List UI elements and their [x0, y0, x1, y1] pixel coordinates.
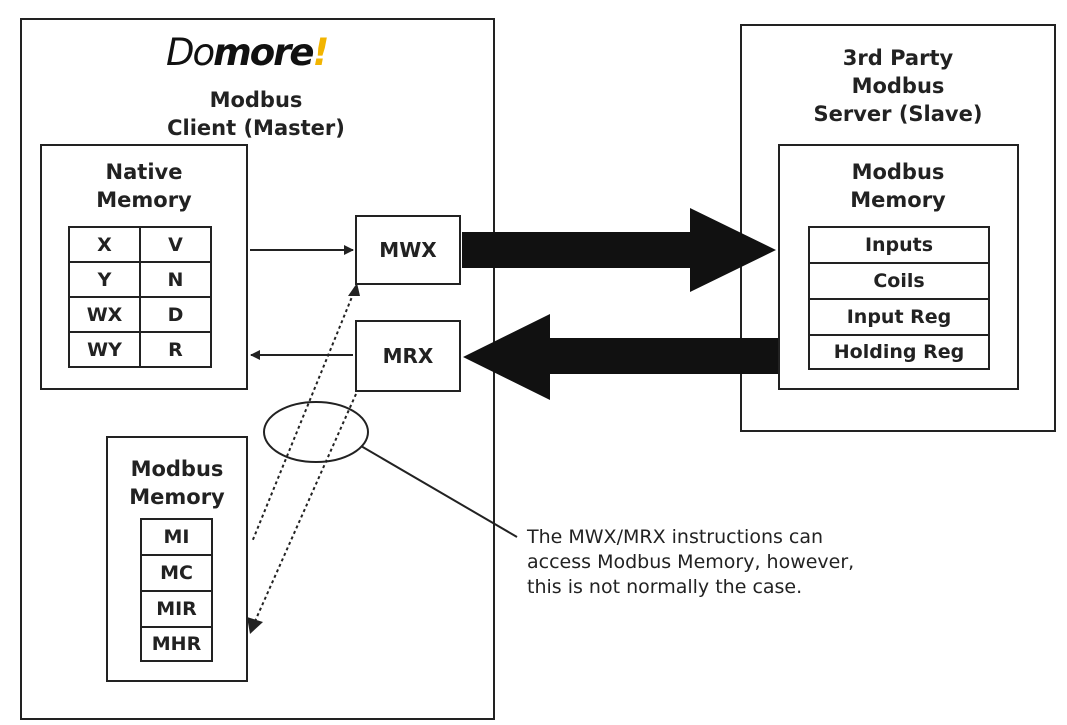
callout-ellipse [263, 401, 369, 463]
server-cell-input-reg: Input Reg [808, 298, 990, 336]
server-cell-coils: Coils [808, 262, 990, 300]
native-cell-v: V [139, 226, 212, 263]
dotted-arrowhead-top [348, 283, 360, 296]
server-modbus-memory-title-line2: Memory [850, 188, 946, 212]
client-modbus-memory-title-line1: Modbus [130, 457, 224, 481]
server-title-line1: 3rd Party [842, 46, 954, 70]
native-cell-r: R [139, 331, 212, 368]
native-cell-n: N [139, 261, 212, 298]
logo-main: more [213, 31, 314, 74]
native-cell-wy: WY [68, 331, 141, 368]
mrx-instruction-box: MRX [355, 320, 461, 392]
modbus-cell-mi: MI [140, 518, 213, 556]
server-title-line2: Modbus [851, 74, 945, 98]
native-memory-title-line1: Native [105, 160, 183, 184]
native-cell-d: D [139, 296, 212, 333]
server-to-mrx-thick-arrow [463, 314, 778, 400]
native-memory-title-line2: Memory [96, 188, 192, 212]
client-title-line1: Modbus [209, 88, 303, 112]
callout-leader-line [360, 445, 518, 538]
mwx-to-modbus-memory-dotted [251, 286, 357, 543]
server-modbus-memory-title-line1: Modbus [851, 160, 945, 184]
mrx-to-modbus-memory-dotted [251, 393, 357, 629]
modbus-cell-mhr: MHR [140, 626, 213, 662]
client-title-line2: Client (Master) [167, 116, 345, 140]
client-modbus-memory-title-line2: Memory [129, 485, 225, 509]
logo-prefix: Do [166, 31, 215, 74]
native-cell-y: Y [68, 261, 141, 298]
callout-note: The MWX/MRX instructions can access Modb… [527, 526, 855, 598]
dotted-arrowhead-bottom [247, 617, 263, 634]
modbus-cell-mc: MC [140, 554, 213, 592]
logo-suffix: ! [312, 31, 329, 74]
server-cell-holding-reg: Holding Reg [808, 334, 990, 370]
mwx-to-server-thick-arrow [462, 208, 776, 292]
mwx-instruction-box: MWX [355, 215, 461, 285]
domore-logo: Domore! [166, 31, 329, 74]
server-title-line3: Server (Slave) [813, 102, 983, 126]
